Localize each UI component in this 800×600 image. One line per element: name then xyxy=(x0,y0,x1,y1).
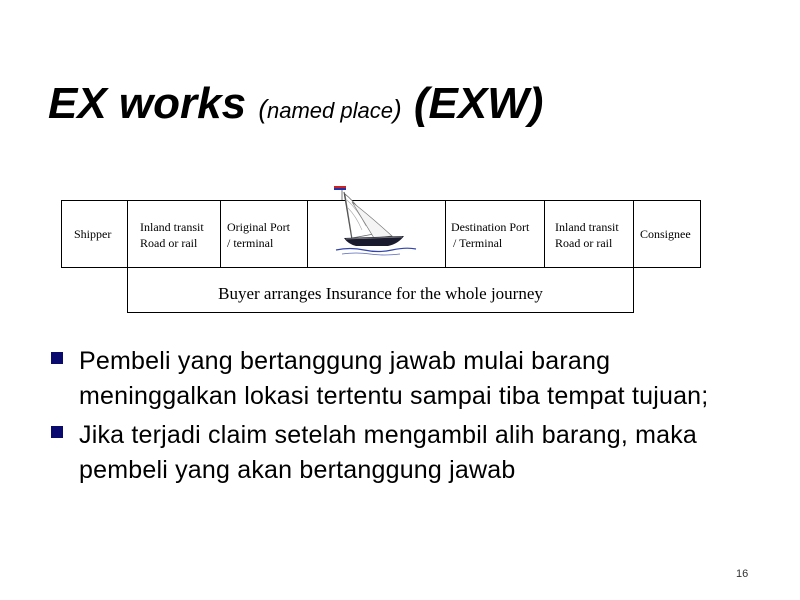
consignee-label: Consignee xyxy=(640,227,691,241)
bullet-item: Jika terjadi claim setelah mengambil ali… xyxy=(48,418,768,488)
slide-title: EX works (named place) (EXW) xyxy=(48,76,543,139)
bullet-text: Pembeli yang bertanggung jawab mulai bar… xyxy=(79,347,709,410)
inland-transit-origin-line1: Inland transit xyxy=(140,220,204,234)
destination-port-box: Destination Port / Terminal xyxy=(445,200,545,268)
shipper-box: Shipper xyxy=(61,200,128,268)
title-code: (EXW) xyxy=(413,79,544,128)
original-port-line1: Original Port xyxy=(227,220,290,234)
square-bullet-icon xyxy=(51,426,63,438)
title-paren-close: ) xyxy=(392,94,402,124)
sailboat-icon xyxy=(334,186,417,256)
title-main: EX works xyxy=(48,79,247,128)
square-bullet-icon xyxy=(51,352,63,364)
page-number: 16 xyxy=(736,568,749,580)
insurance-box: Buyer arranges Insurance for the whole j… xyxy=(127,267,634,313)
inland-transit-destination-box: Inland transit Road or rail xyxy=(544,200,634,268)
shipper-label: Shipper xyxy=(74,227,112,241)
original-port-box: Original Port / terminal xyxy=(220,200,308,268)
bullet-text: Jika terjadi claim setelah mengambil ali… xyxy=(79,421,698,484)
title-subtitle: named place xyxy=(267,98,393,123)
bullet-list: Pembeli yang bertanggung jawab mulai bar… xyxy=(48,344,768,492)
insurance-label: Buyer arranges Insurance for the whole j… xyxy=(218,284,543,303)
bullet-item: Pembeli yang bertanggung jawab mulai bar… xyxy=(48,344,768,414)
inland-transit-destination-line2: Road or rail xyxy=(555,236,613,250)
original-port-line2: / terminal xyxy=(227,236,274,250)
inland-transit-origin-box: Inland transit Road or rail xyxy=(127,200,221,268)
destination-port-line2: / Terminal xyxy=(453,236,503,250)
inland-transit-origin-line2: Road or rail xyxy=(140,236,198,250)
destination-port-line1: Destination Port xyxy=(451,220,530,234)
title-paren-open: ( xyxy=(258,94,267,124)
consignee-box: Consignee xyxy=(633,200,701,268)
inland-transit-destination-line1: Inland transit xyxy=(555,220,619,234)
